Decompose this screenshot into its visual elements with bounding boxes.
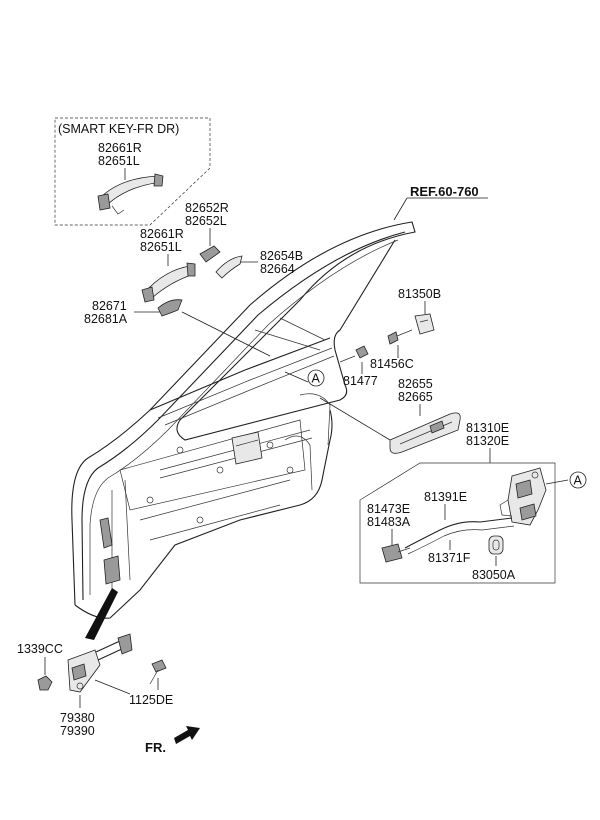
handle-cover-icon	[199, 245, 221, 263]
front-direction-indicator: FR.	[145, 726, 200, 755]
callout-a-latch: A	[569, 471, 587, 489]
gasket-part-b: 82681A	[84, 312, 128, 326]
checker-group: 1339CC 1125DE 79380 79390	[17, 633, 173, 738]
door-inner-panel-icon	[71, 221, 416, 640]
inside-handle-icon	[389, 412, 461, 454]
callout-a-door-letter: A	[312, 372, 321, 386]
smart-key-box: (SMART KEY-FR DR) 82661R 82651L	[54, 117, 211, 226]
gasket-group: 82671 82681A	[84, 299, 271, 357]
front-arrow-icon	[174, 726, 200, 744]
ref-text: REF.60-760	[410, 184, 479, 199]
front-direction-label: FR.	[145, 740, 166, 755]
smart-key-part-a: 82661R	[98, 141, 142, 155]
handle-cover-part-a: 82652R	[185, 201, 229, 215]
checker-part-b: 79390	[60, 724, 95, 738]
actuator-icon	[381, 543, 411, 563]
inside-handle-part-b: 82665	[398, 390, 433, 404]
smart-key-title: (SMART KEY-FR DR)	[58, 122, 179, 136]
striker-group: 81350B	[398, 287, 441, 335]
gasket-part-a: 82671	[92, 299, 127, 313]
callout-a-latch-letter: A	[574, 474, 583, 488]
cable-81391e-label: 81391E	[424, 490, 467, 504]
outside-handle-part-b: 82651L	[140, 240, 182, 254]
cable-81371f-label: 81371F	[428, 551, 471, 565]
grommet-icon	[488, 535, 504, 555]
checker-part-a: 79380	[60, 711, 95, 725]
ref-label: REF.60-760	[393, 184, 488, 221]
latch-icon	[499, 467, 547, 526]
striker-part-a: 81350B	[398, 287, 441, 301]
handle-cover-part-b: 82652L	[185, 214, 227, 228]
checker-bolt-label: 1125DE	[129, 693, 173, 707]
actuator-part-b: 81483A	[367, 515, 411, 529]
screw-81456c-label: 81456C	[370, 357, 414, 371]
checker-bolt-icon	[149, 659, 167, 685]
smart-key-handle-icon	[97, 173, 164, 215]
screw-81456c-group: 81456C	[370, 329, 414, 371]
handle-pad-group: 82654B 82664	[215, 249, 303, 279]
striker-icon	[414, 313, 435, 335]
cable-81391e-icon	[404, 517, 513, 549]
outside-handle-group: 82661R 82651L	[140, 227, 196, 303]
outside-handle-part-a: 82661R	[140, 227, 184, 241]
latch-part-b: 81320E	[466, 434, 509, 448]
screw-81456c-icon	[387, 329, 413, 345]
handle-pad-part-b: 82664	[260, 262, 295, 276]
hinge-bolt-label: 1339CC	[17, 642, 63, 656]
hinge-bolt-icon	[37, 675, 53, 691]
screw-81477-label: 81477	[343, 374, 378, 388]
inside-handle-part-a: 82655	[398, 377, 433, 391]
latch-part-a: 81310E	[466, 421, 509, 435]
handle-pad-icon	[215, 255, 243, 279]
gasket-icon	[157, 299, 183, 317]
smart-key-part-b: 82651L	[98, 154, 140, 168]
inside-handle-group: 82655 82665	[319, 377, 461, 454]
actuator-part-a: 81473E	[367, 502, 410, 516]
outside-handle-icon	[141, 262, 196, 303]
screw-81477-icon	[339, 345, 369, 363]
screw-81477-group: 81477	[339, 345, 378, 388]
latch-detail-box: 81310E 81320E A 81473E 81483A 81391E	[359, 421, 587, 584]
door-checker-icon	[67, 633, 133, 693]
handle-cover-group: 82652R 82652L	[185, 201, 229, 263]
handle-pad-part-a: 82654B	[260, 249, 303, 263]
callout-a-door: A	[284, 369, 325, 387]
grommet-label: 83050A	[472, 568, 516, 582]
